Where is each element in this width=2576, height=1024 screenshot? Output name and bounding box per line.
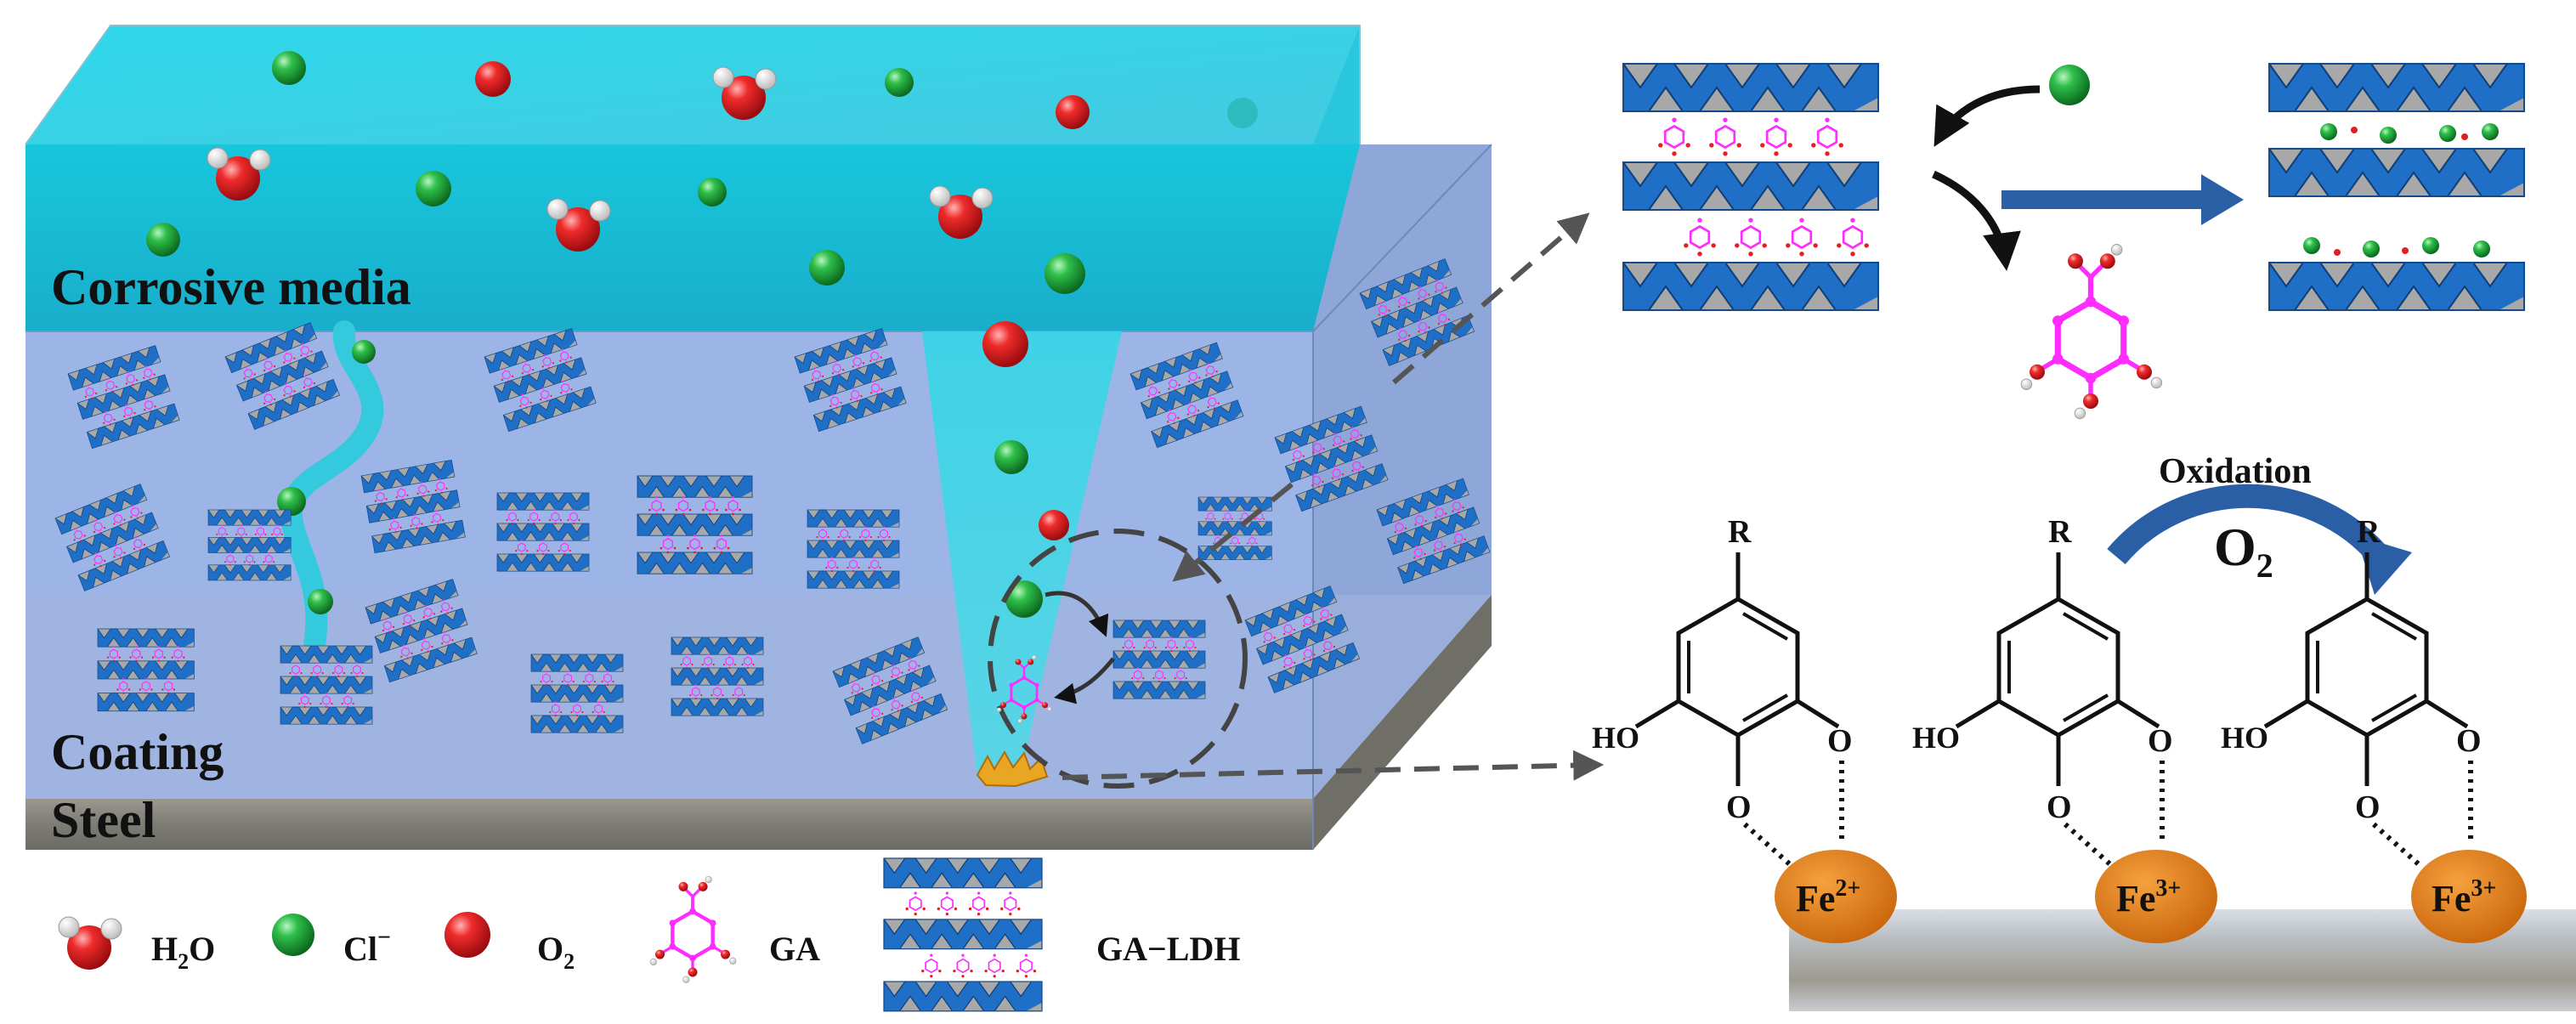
ion-exchange-panel [1623, 64, 2524, 419]
ldh-with-cl [2269, 64, 2524, 310]
svg-text:HO: HO [1592, 721, 1639, 755]
water-top-face [25, 25, 1360, 144]
incoming-chloride [2049, 65, 2090, 105]
svg-text:Fe2+: Fe2+ [1796, 875, 1860, 919]
svg-text:O2: O2 [537, 930, 575, 974]
label-steel: Steel [51, 792, 156, 848]
svg-text:O: O [2355, 789, 2381, 825]
gallate-fe2-complex: R HO O O Fe2+ [1592, 514, 1897, 943]
svg-text:HO: HO [1912, 721, 1960, 755]
svg-text:O: O [2148, 723, 2173, 759]
released-ga [2021, 245, 2162, 419]
legend: H2O Cl− O2 GA GA−LDH [58, 858, 1240, 1011]
steel-front-face [25, 799, 1313, 850]
legend-ga: GA [650, 876, 820, 982]
diffusion-channel [280, 320, 384, 657]
svg-text:Cl−: Cl− [343, 925, 391, 968]
ions-in-media [146, 51, 1258, 294]
corrosion-product [976, 750, 1049, 788]
label-o2: O2 [2214, 517, 2273, 585]
oxidation-arrow [2107, 484, 2389, 565]
chelation-panel: Oxidation O2 R HO O O Fe2+ R HO O O [1592, 452, 2576, 1011]
dashed-arrows [1062, 212, 1605, 781]
svg-text:Fe3+: Fe3+ [2116, 875, 2181, 919]
svg-text:Fe3+: Fe3+ [2432, 875, 2496, 919]
gallate-fe3-complex-a: R HO O O Fe3+ [1912, 514, 2217, 943]
ldh-with-ga [1623, 64, 1878, 310]
svg-text:H2O: H2O [151, 930, 215, 974]
label-coating: Coating [51, 724, 224, 780]
svg-text:O: O [2047, 789, 2072, 825]
svg-text:O: O [1827, 723, 1853, 759]
svg-text:O: O [2456, 723, 2482, 759]
svg-text:R: R [2357, 514, 2381, 550]
svg-text:HO: HO [2221, 721, 2268, 755]
label-corrosive-media: Corrosive media [51, 259, 411, 315]
svg-text:GA−LDH: GA−LDH [1096, 930, 1240, 968]
label-oxidation: Oxidation [2159, 452, 2312, 491]
water-front-face [25, 144, 1360, 331]
ions-in-pit [277, 321, 1069, 618]
legend-ga-ldh: GA−LDH [884, 858, 1240, 1011]
coating-block [25, 25, 1492, 850]
coating-defect-pit [922, 331, 1122, 778]
release-detail [988, 529, 1248, 789]
svg-text:O: O [1726, 789, 1752, 825]
svg-text:R: R [1728, 514, 1752, 550]
legend-o2: O2 [444, 912, 575, 974]
svg-text:R: R [2048, 514, 2072, 550]
legend-h2o: H2O [58, 916, 215, 974]
svg-text:GA: GA [769, 930, 820, 968]
gallate-fe3-complex-b: R HO O O Fe3+ [2221, 514, 2527, 943]
legend-cl: Cl− [272, 914, 391, 968]
